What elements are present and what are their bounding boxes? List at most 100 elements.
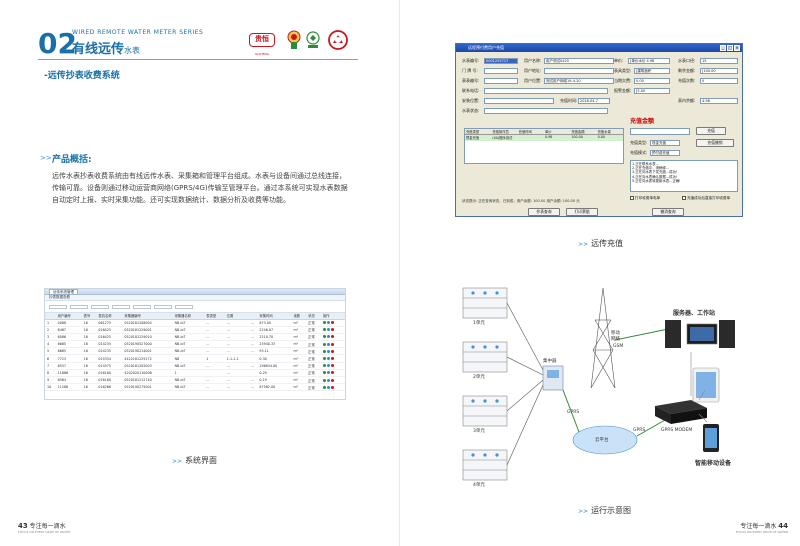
filter-box[interactable] [49,304,67,309]
row-actions[interactable] [320,354,345,363]
action-dot-icon[interactable] [330,328,334,332]
sysui-column-header[interactable]: 采集器编号 [122,313,173,320]
input-bill[interactable]: 0.00 [634,78,670,84]
action-dot-icon[interactable] [326,342,330,346]
grid-column-header[interactable]: 充值类型 [466,130,480,134]
sysui-column-header[interactable]: 位置 [224,313,249,320]
action-dot-icon[interactable] [326,321,330,325]
filter-box[interactable] [112,304,130,309]
action-dot-icon[interactable] [326,371,330,375]
action-dot-icon[interactable] [330,364,334,368]
row-actions[interactable] [320,383,345,392]
action-dot-icon[interactable] [330,371,334,375]
input-time[interactable]: 2018.04.7 [578,98,610,104]
sysui-column-header[interactable]: 表具名称 [96,313,123,320]
filter-box[interactable] [133,304,151,309]
input-status[interactable] [484,108,608,114]
action-dot-icon[interactable] [322,385,326,389]
action-dot-icon[interactable] [330,321,334,325]
action-dot-icon[interactable] [322,378,326,382]
input-meter-addr[interactable]: 测试用户网络19-4-20 [544,78,614,84]
checkbox-box[interactable] [630,196,634,200]
input-meter-reading[interactable]: 4.98 [700,98,738,104]
input-recharge-amount[interactable] [630,128,690,135]
query-button[interactable]: 抄表查询 [528,208,560,216]
row-actions[interactable] [320,369,345,378]
action-dot-icon[interactable] [326,357,330,361]
checkbox-auto-print[interactable]: 充值成功后直接打印收费单 [682,196,730,201]
checkbox-box[interactable] [682,196,686,200]
action-dot-icon[interactable] [330,335,334,339]
action-dot-icon[interactable] [322,321,326,325]
cancel-recharge-button[interactable]: 充值撤销 [696,139,734,147]
action-dot-icon[interactable] [330,349,334,353]
action-dot-icon[interactable] [326,328,330,332]
action-dot-icon[interactable] [330,378,334,382]
checkbox-print-receipt[interactable]: 打印收费单电单 [630,196,660,201]
sysui-column-header[interactable] [45,313,56,320]
action-dot-icon[interactable] [330,385,334,389]
close-icon[interactable]: × [734,45,740,51]
row-actions[interactable] [320,319,345,327]
row-actions[interactable] [320,326,345,334]
row-actions[interactable] [320,340,345,349]
action-dot-icon[interactable] [326,385,330,389]
sysui-column-header[interactable]: 读数 [291,313,307,320]
maximize-icon[interactable]: □ [727,45,733,51]
sysui-tab[interactable]: 远传系统管理 [49,289,78,295]
sysui-column-header[interactable]: 表号 [81,313,97,320]
minimize-icon[interactable]: _ [720,45,726,51]
input-contact[interactable] [484,88,608,94]
grid-column-header[interactable]: 充值时间 [518,130,532,134]
grid-column-header[interactable]: 充值水量 [597,130,611,134]
recharge-button[interactable]: 充值 [696,127,726,135]
grid-column-header[interactable]: 充值金额 [571,130,585,134]
sysui-column-header[interactable]: 状态 [306,313,321,320]
grid-column-header[interactable]: 单价 [544,130,552,134]
input-user-addr[interactable] [544,68,614,74]
filter-box[interactable] [175,304,193,309]
input-door-no[interactable] [484,68,518,74]
input-install[interactable] [484,98,554,104]
action-dot-icon[interactable] [322,357,326,361]
sysui-column-header[interactable]: 用户编号 [55,313,82,320]
action-dot-icon[interactable] [326,349,330,353]
action-dot-icon[interactable] [326,378,330,382]
action-dot-icon[interactable] [326,364,330,368]
sysui-column-header[interactable]: 采集时间 [257,313,292,320]
input-remain[interactable]: [100.00 [700,68,738,74]
input-user-no[interactable]: 0001255717 [484,58,518,64]
filter-box[interactable] [154,304,172,309]
action-dot-icon[interactable] [322,335,326,339]
sysui-column-header[interactable]: 操作 [320,313,345,320]
action-dot-icon[interactable] [322,364,326,368]
action-dot-icon[interactable] [322,328,326,332]
row-actions[interactable] [320,362,345,370]
clear-button[interactable]: 撤消查询 [652,208,684,216]
row-actions[interactable] [320,376,345,385]
input-card[interactable]: 15 [700,58,738,64]
row-actions[interactable] [320,347,345,356]
input-price[interactable]: [单价水价 4.98 [628,58,670,64]
grid-column-header[interactable]: 充值操作员 [492,130,509,134]
action-dot-icon[interactable] [322,349,326,353]
filter-box[interactable] [70,304,88,309]
filter-box[interactable] [91,304,109,309]
action-dot-icon[interactable] [330,342,334,346]
action-dot-icon[interactable] [322,371,326,375]
print-button[interactable]: 打印票据 [566,208,598,216]
input-alarm[interactable]: [5.00 [634,88,670,94]
input-recharge-cnt[interactable]: 0 [700,78,738,84]
select-type[interactable]: 现金充值 [650,140,680,146]
action-dot-icon[interactable] [322,342,326,346]
row-actions[interactable] [320,333,345,342]
